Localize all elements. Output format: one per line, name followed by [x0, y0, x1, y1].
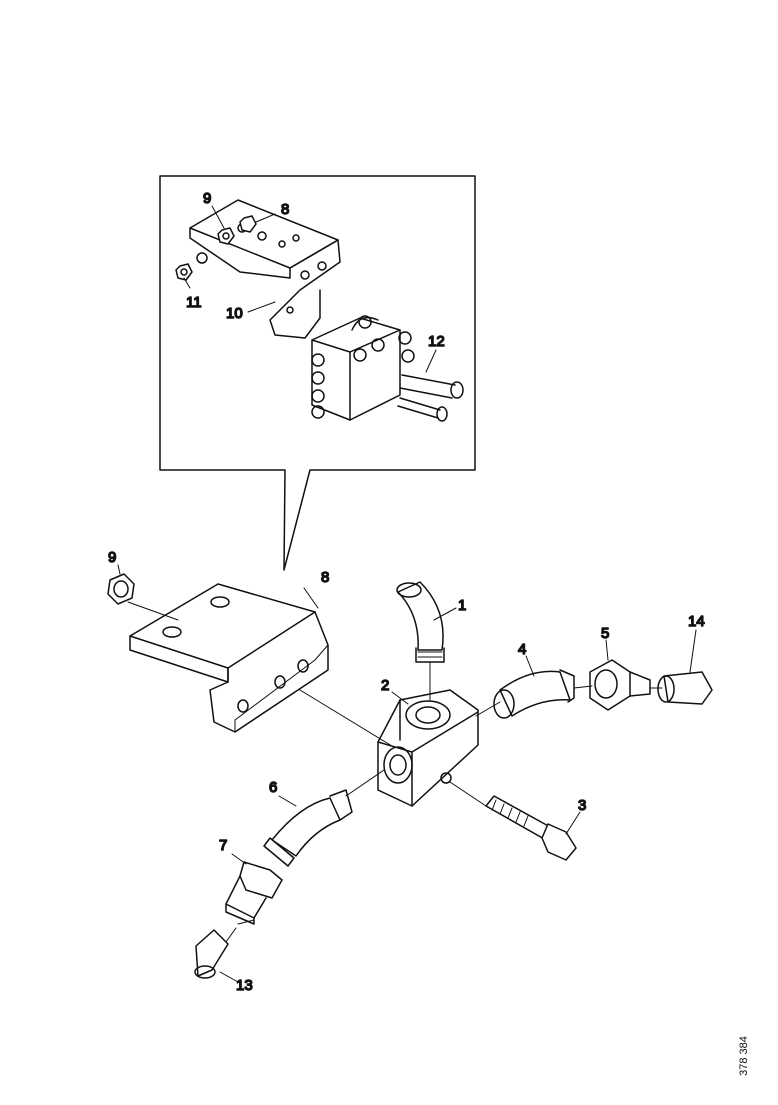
- part-5-nut: [589, 659, 651, 711]
- part-1-elbow: [396, 581, 445, 663]
- part-13-sleeve: [194, 929, 229, 979]
- callout-2: 2: [381, 677, 389, 694]
- drawing-reference-number: 378 384: [738, 1020, 772, 1100]
- inset-leader-lines: [183, 205, 437, 373]
- inset-callout-8: 8: [281, 201, 289, 218]
- callout-7: 7: [219, 837, 227, 854]
- inset-callout-12: 12: [428, 333, 445, 350]
- inset-valve-block: [311, 315, 464, 422]
- callout-3: 3: [578, 797, 586, 814]
- callout-9: 9: [108, 549, 116, 566]
- inset-callout-9: 9: [203, 190, 211, 207]
- part-9-nut: [107, 573, 135, 605]
- callout-13: 13: [236, 977, 253, 994]
- part-6-elbow: [263, 789, 353, 867]
- inset-nuts: [175, 215, 257, 281]
- part-8-bracket: [129, 583, 329, 733]
- part-2-tee-block: [377, 689, 479, 807]
- drawing-reference-text: 378 384: [737, 1036, 750, 1076]
- part-7-fitting: [225, 861, 283, 925]
- part-4-elbow: [493, 669, 575, 719]
- part-3-bolt: [485, 795, 577, 861]
- leader-lines: [117, 564, 697, 983]
- callout-6: 6: [269, 779, 277, 796]
- callout-4: 4: [518, 641, 526, 658]
- inset-callout-10: 10: [226, 305, 243, 322]
- part-14-sleeve: [657, 671, 713, 705]
- inset-bracket: [189, 199, 341, 339]
- callout-8: 8: [321, 569, 329, 586]
- inset-callout-11: 11: [186, 294, 202, 311]
- inset-detail-view: 9 8 11 10 12: [159, 175, 476, 571]
- callout-5: 5: [601, 625, 609, 642]
- callout-1: 1: [458, 597, 466, 614]
- callout-14: 14: [688, 613, 705, 630]
